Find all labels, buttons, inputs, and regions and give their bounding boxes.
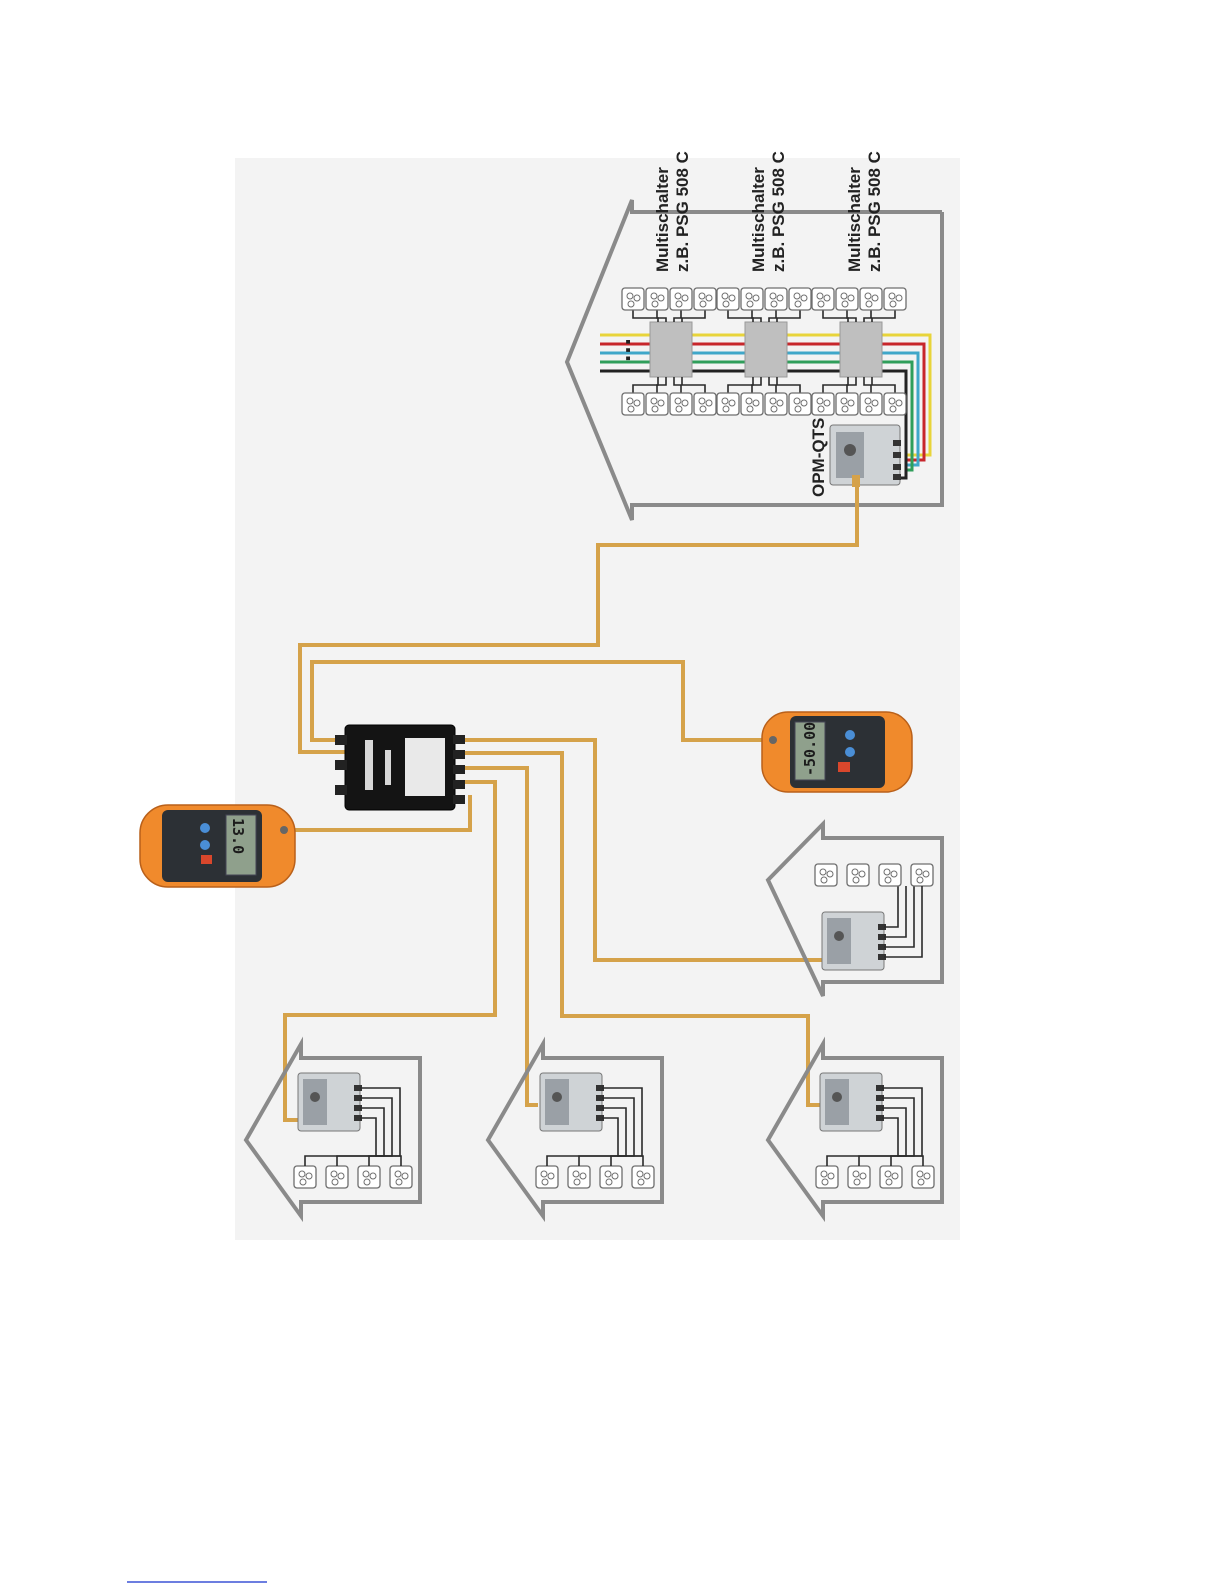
- tv-sat-socket-icon: [632, 1166, 654, 1188]
- tv-sat-socket-icon: [536, 1166, 558, 1188]
- tv-sat-socket-icon: [816, 1166, 838, 1188]
- tv-sat-socket-icon: [670, 288, 692, 310]
- tv-sat-socket-icon: [848, 1166, 870, 1188]
- tv-sat-socket-icon: [717, 393, 739, 415]
- tv-sat-socket-icon: [847, 864, 869, 886]
- optical-splitter: [335, 725, 465, 810]
- tv-sat-socket-icon: [741, 393, 763, 415]
- tv-sat-socket-icon: [646, 393, 668, 415]
- ellipsis-label: …: [606, 337, 636, 363]
- tv-sat-socket-icon: [911, 864, 933, 886]
- tv-sat-socket-icon: [765, 288, 787, 310]
- tv-sat-socket-icon: [789, 393, 811, 415]
- tv-sat-socket-icon: [765, 393, 787, 415]
- multischalter-label-3: Multischalter z.B. PSG 508 C: [845, 151, 884, 272]
- tv-sat-socket-icon: [836, 393, 858, 415]
- tv-sat-socket-icon: [670, 393, 692, 415]
- tv-sat-socket-icon: [860, 393, 882, 415]
- tv-sat-socket-icon: [912, 1166, 934, 1188]
- multischalter-1-model: z.B. PSG 508 C: [673, 151, 692, 272]
- multischalter-2-name: Multischalter: [749, 167, 768, 272]
- tv-sat-socket-icon: [294, 1166, 316, 1188]
- tv-sat-socket-icon: [884, 393, 906, 415]
- tv-sat-socket-icon: [622, 288, 644, 310]
- optical-converter-icon: [540, 1073, 604, 1131]
- tv-sat-socket-icon: [812, 288, 834, 310]
- tv-sat-socket-icon: [694, 393, 716, 415]
- opm-qts-converter: [830, 425, 901, 487]
- tv-sat-socket-icon: [815, 864, 837, 886]
- optical-converter-icon: [822, 912, 886, 970]
- optical-power-meter-left: [140, 805, 295, 887]
- tv-sat-socket-icon: [879, 864, 901, 886]
- multischalter-3-model: z.B. PSG 508 C: [865, 151, 884, 272]
- tv-sat-socket-icon: [880, 1166, 902, 1188]
- tv-sat-socket-icon: [390, 1166, 412, 1188]
- meter-left-reading: 13.0: [229, 818, 247, 854]
- tv-sat-socket-icon: [741, 288, 763, 310]
- meter-right-reading: -50.00: [801, 722, 819, 776]
- tv-sat-socket-icon: [646, 288, 668, 310]
- multischalter-1-name: Multischalter: [653, 167, 672, 272]
- optical-converter-icon: [298, 1073, 362, 1131]
- tv-sat-socket-icon: [568, 1166, 590, 1188]
- tv-sat-socket-icon: [789, 288, 811, 310]
- tv-sat-socket-icon: [812, 393, 834, 415]
- tv-sat-socket-icon: [326, 1166, 348, 1188]
- tv-sat-socket-icon: [717, 288, 739, 310]
- tv-sat-socket-icon: [600, 1166, 622, 1188]
- tv-sat-socket-icon: [622, 393, 644, 415]
- tv-sat-socket-icon: [694, 288, 716, 310]
- optical-converter-icon: [820, 1073, 884, 1131]
- optical-power-meter-right: [762, 712, 912, 792]
- tv-sat-socket-icon: [836, 288, 858, 310]
- tv-sat-socket-icon: [884, 288, 906, 310]
- multischalter-2-model: z.B. PSG 508 C: [769, 151, 788, 272]
- multischalter-3-name: Multischalter: [845, 167, 864, 272]
- multischalter-label-2: Multischalter z.B. PSG 508 C: [749, 151, 788, 272]
- tv-sat-socket-icon: [358, 1166, 380, 1188]
- opm-qts-label: OPM-QTS: [809, 418, 828, 497]
- tv-sat-socket-icon: [860, 288, 882, 310]
- multischalter-label-1: Multischalter z.B. PSG 508 C: [653, 151, 692, 272]
